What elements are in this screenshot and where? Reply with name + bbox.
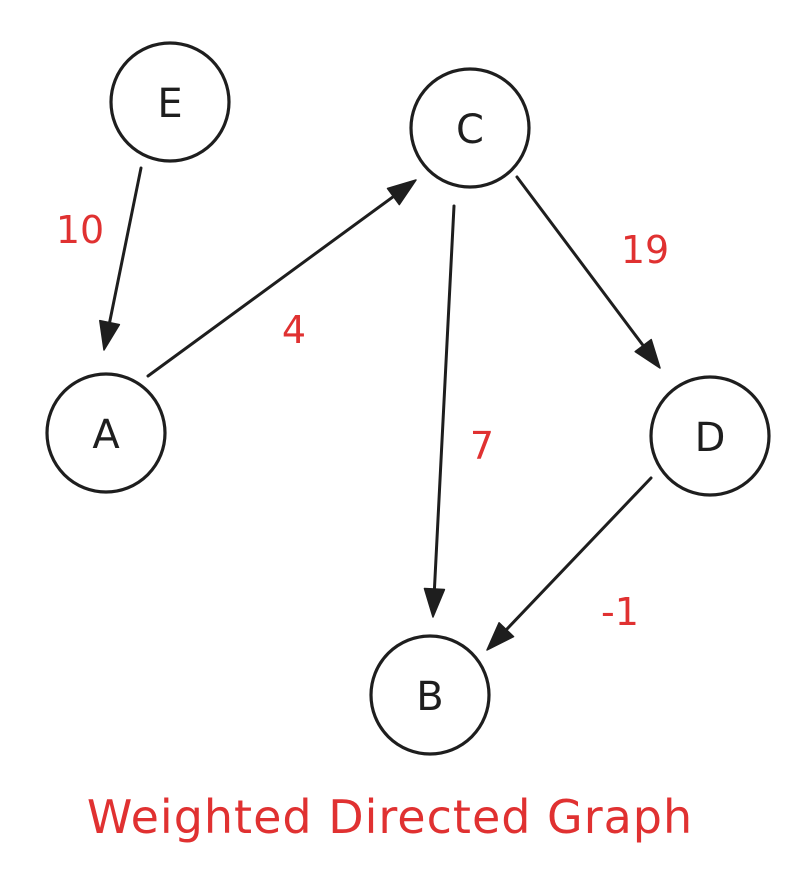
node-d: D bbox=[649, 375, 771, 497]
arrowhead-icon bbox=[634, 338, 661, 369]
edge-c-b bbox=[423, 204, 456, 618]
node-label: C bbox=[456, 107, 484, 153]
node-c: C bbox=[409, 67, 531, 189]
edge-e-a bbox=[99, 166, 143, 351]
edge-line bbox=[502, 476, 653, 635]
node-label: B bbox=[416, 674, 443, 720]
node-circle bbox=[649, 375, 771, 497]
node-b: B bbox=[369, 634, 491, 756]
node-circle bbox=[45, 372, 167, 494]
node-label: A bbox=[92, 412, 120, 458]
edge-weight-a-c: 4 bbox=[282, 308, 306, 352]
edge-weight-e-a: 10 bbox=[56, 208, 104, 252]
edge-weight-c-d: 19 bbox=[621, 228, 669, 272]
arrowhead-icon bbox=[386, 179, 417, 206]
edge-line bbox=[107, 166, 143, 328]
edge-line bbox=[432, 204, 456, 595]
arrowhead-icon bbox=[486, 622, 515, 651]
node-circle bbox=[109, 41, 231, 163]
arrowhead-icon bbox=[423, 587, 446, 618]
diagram-title: Weighted Directed Graph bbox=[87, 790, 693, 844]
edge-d-b bbox=[486, 476, 653, 651]
node-label: D bbox=[695, 415, 726, 461]
arrowhead-icon bbox=[99, 319, 121, 351]
node-label: E bbox=[157, 81, 182, 127]
node-circle bbox=[369, 634, 491, 756]
nodes-layer: E C A D B bbox=[45, 41, 771, 756]
edge-line bbox=[146, 192, 399, 378]
edge-line bbox=[515, 175, 648, 351]
node-a: A bbox=[45, 372, 167, 494]
node-e: E bbox=[109, 41, 231, 163]
edge-weight-d-b: -1 bbox=[601, 590, 639, 634]
edge-weight-c-b: 7 bbox=[470, 424, 494, 468]
weights-layer: 10 4 7 19 -1 bbox=[56, 208, 669, 634]
node-circle bbox=[409, 67, 531, 189]
edge-a-c bbox=[146, 179, 417, 378]
edges-layer bbox=[99, 166, 661, 651]
edge-c-d bbox=[515, 175, 661, 369]
